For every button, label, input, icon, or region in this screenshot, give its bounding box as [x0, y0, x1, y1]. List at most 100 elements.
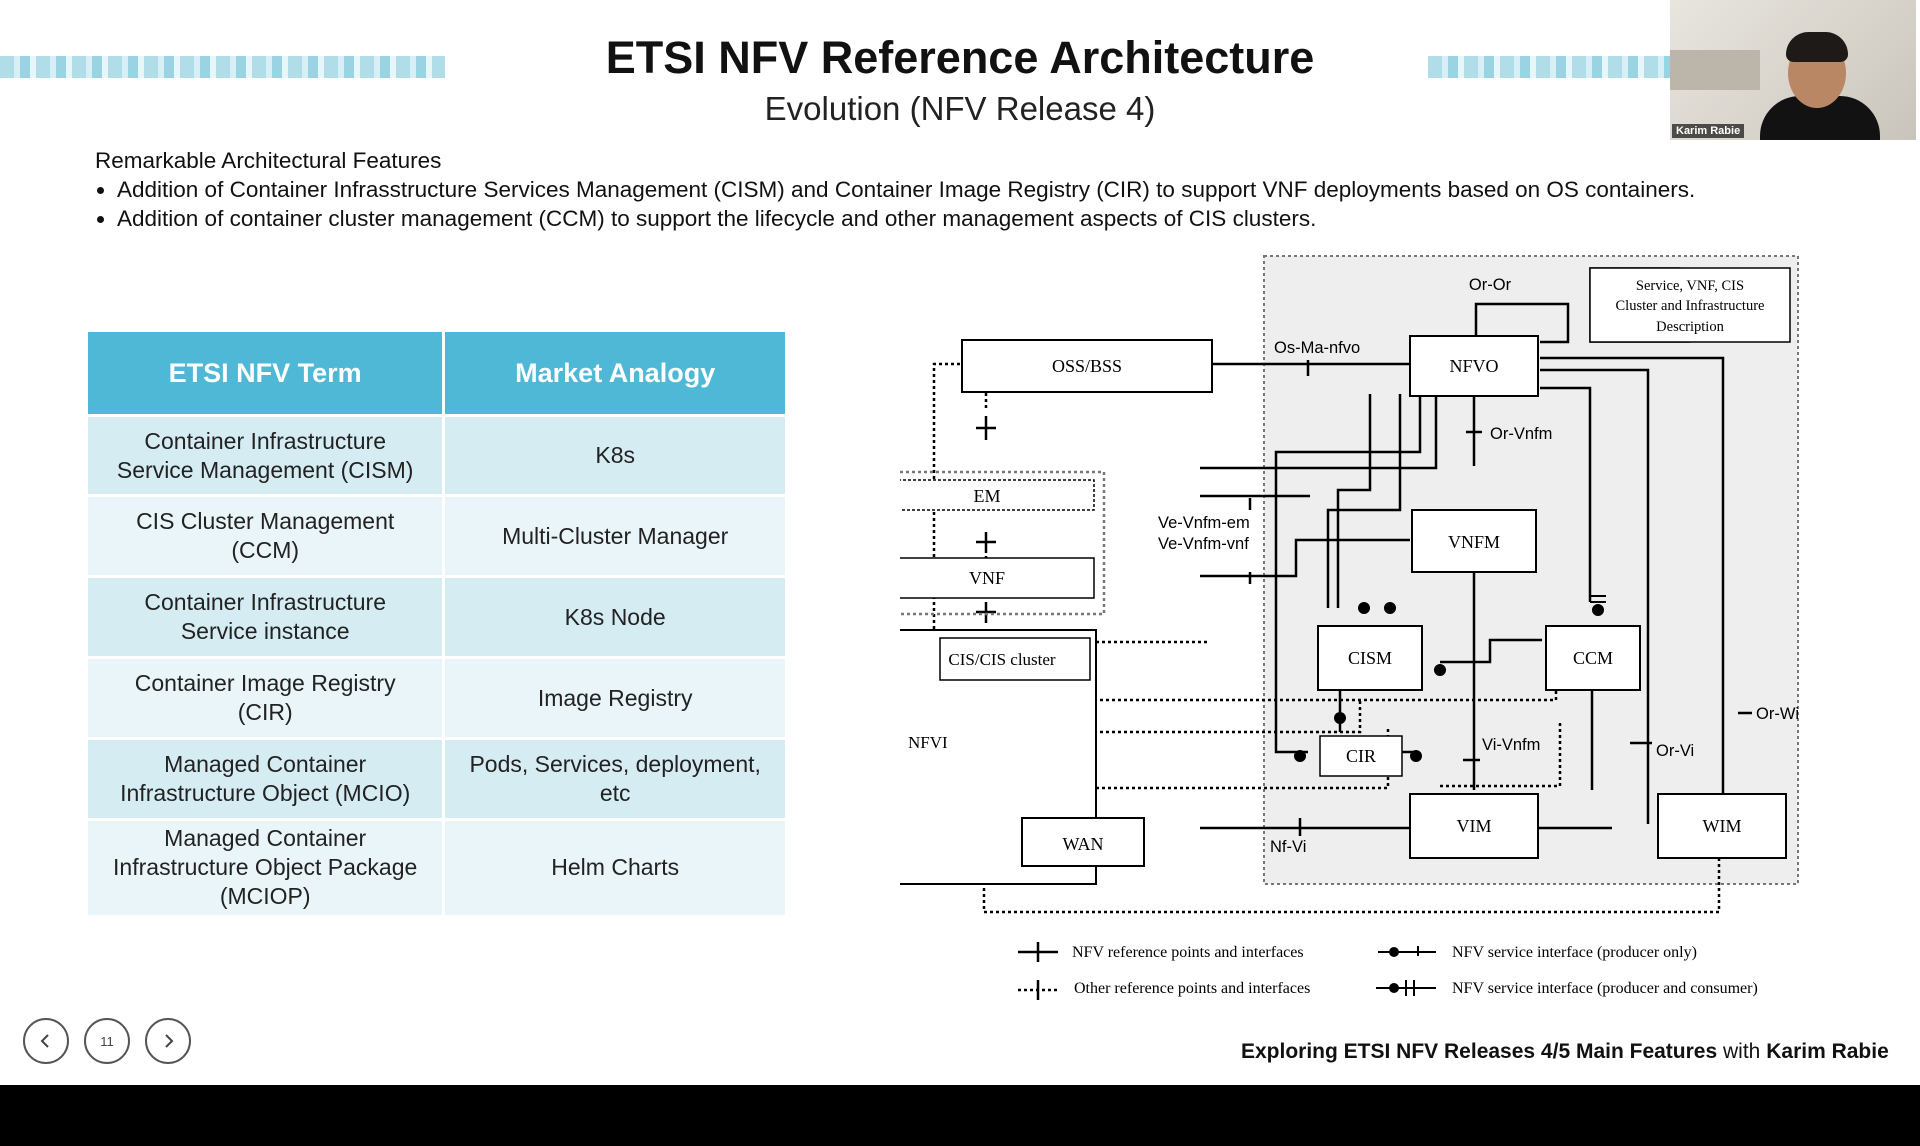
- term-line: (MCIOP): [219, 883, 311, 910]
- nfv-architecture-diagram: OSS/BSS NFVO Service, VNF, CIS Cluster a…: [900, 255, 1799, 1000]
- legend-label: Other reference points and interfaces: [1074, 980, 1310, 997]
- legend-item-reference: NFV reference points and interfaces: [1018, 942, 1304, 962]
- analogy-line: Pods, Services, deployment,: [469, 751, 761, 777]
- cir-block: CIR: [1319, 735, 1403, 777]
- table-row: CIS Cluster Management (CCM) Multi-Cluste…: [88, 494, 785, 577]
- analogy-cell: K8s: [443, 414, 785, 496]
- term-line: Container Infrastructure: [144, 589, 386, 615]
- analogy-line: etc: [599, 780, 631, 806]
- footer-caption: Exploring ETSI NFV Releases 4/5 Main Fea…: [1241, 1040, 1889, 1064]
- vim-block: VIM: [1409, 793, 1539, 859]
- analogy-cell: K8s Node: [443, 575, 785, 658]
- analogy-line: Image Registry: [537, 684, 693, 711]
- legend-label: NFV reference points and interfaces: [1072, 944, 1304, 961]
- legend-item-producer-consumer: NFV service interface (producer and cons…: [1376, 980, 1758, 997]
- label-or-wi: Or-Wi: [1756, 705, 1799, 723]
- description-line: Service, VNF, CIS: [1636, 278, 1744, 294]
- column-header-analogy: Market Analogy: [443, 332, 785, 416]
- term-line: (CCM): [231, 537, 300, 563]
- term-line: CIS Cluster Management: [136, 508, 395, 534]
- nfvo-block: NFVO: [1409, 335, 1539, 397]
- slide-title: ETSI NFV Reference Architecture: [605, 32, 1315, 83]
- legend-label: NFV service interface (producer and cons…: [1452, 980, 1758, 997]
- next-slide-button[interactable]: [145, 1018, 191, 1064]
- description-line: Cluster and Infrastructure: [1616, 298, 1765, 314]
- term-line: Service Management (CISM): [116, 456, 414, 483]
- ccm-block: CCM: [1545, 625, 1641, 691]
- slide: ETSI NFV Reference Architecture Evolutio…: [0, 0, 1920, 1085]
- description-line: Description: [1656, 319, 1724, 335]
- vnfm-block: VNFM: [1411, 509, 1537, 573]
- features-list: Addition of Container Infrasstructure Se…: [95, 175, 1695, 233]
- em-block: EM: [900, 479, 1095, 511]
- wim-block: WIM: [1657, 793, 1787, 859]
- cis-cluster-label: CIS/CIS cluster: [948, 650, 1056, 669]
- em-label: EM: [974, 486, 1001, 506]
- feature-item: Addition of Container Infrasstructure Se…: [117, 175, 1695, 204]
- label-or-vi: Or-Vi: [1656, 742, 1694, 760]
- footer-with: with: [1723, 1040, 1761, 1063]
- legend-item-producer: NFV service interface (producer only): [1378, 944, 1697, 961]
- analogy-line: K8s: [595, 442, 635, 468]
- label-vi-vnfm: Vi-Vnfm: [1482, 736, 1540, 754]
- page-number-button[interactable]: 11: [84, 1018, 130, 1064]
- analogy-line: K8s Node: [564, 603, 666, 630]
- label-or-vnfm: Or-Vnfm: [1490, 425, 1552, 443]
- presenter-name-tag: Karim Rabie: [1672, 124, 1745, 138]
- term-line: Container Infrastructure: [144, 427, 386, 454]
- vim-label: VIM: [1457, 816, 1492, 836]
- table-row: Container Image Registry (CIR) Image Regi…: [88, 656, 785, 739]
- analogy-cell: Image Registry: [443, 656, 785, 739]
- webcam-background-shelf: [1670, 50, 1760, 90]
- wan-label: WAN: [1063, 834, 1104, 854]
- legend-label: NFV service interface (producer only): [1452, 944, 1697, 961]
- presenter-webcam: Karim Rabie: [1670, 0, 1916, 140]
- decorative-banner-left: [0, 56, 445, 78]
- previous-slide-button[interactable]: [23, 1018, 69, 1064]
- vnf-label: VNF: [969, 568, 1005, 588]
- label-ve-vnfm-vnf: Ve-Vnfm-vnf: [1158, 535, 1249, 553]
- chevron-left-icon: [40, 1034, 49, 1048]
- features-heading: Remarkable Architectural Features: [95, 148, 442, 173]
- vnf-block: VNF: [900, 557, 1095, 599]
- cir-label: CIR: [1346, 746, 1376, 766]
- description-box: Service, VNF, CIS Cluster and Infrastruc…: [1589, 267, 1791, 343]
- oss-bss-label: OSS/BSS: [1052, 356, 1122, 376]
- label-os-ma-nfvo: Os-Ma-nfvo: [1274, 339, 1360, 357]
- cism-block: CISM: [1317, 625, 1423, 691]
- analogy-cell: Helm Charts: [443, 818, 785, 915]
- cis-cluster-block: CIS/CIS cluster: [939, 637, 1091, 681]
- decorative-banner-right: [1428, 56, 1670, 78]
- analogy-line: Helm Charts: [551, 854, 680, 881]
- term-line: Infrastructure Object Package: [113, 854, 418, 881]
- nfvo-label: NFVO: [1449, 356, 1498, 376]
- vnfm-label: VNFM: [1448, 532, 1500, 552]
- term-cell: Container Image Registry (CIR): [88, 656, 446, 739]
- term-line: Service instance: [180, 618, 350, 644]
- term-line: Infrastructure Object (MCIO): [120, 780, 411, 806]
- wim-label: WIM: [1703, 816, 1742, 836]
- interface-labels: Or-Or Os-Ma-nfvo Or-Vnfm Ve-Vnfm-em Ve-V…: [1158, 276, 1799, 856]
- label-or-or: Or-Or: [1469, 276, 1512, 294]
- feature-item: Addition of container cluster management…: [117, 204, 1695, 233]
- oss-bss-block: OSS/BSS: [961, 339, 1213, 393]
- term-analogy-table: ETSI NFV Term Market Analogy Container I…: [88, 332, 785, 915]
- term-line: Managed Container: [164, 825, 367, 852]
- analogy-line: Multi-Cluster Manager: [502, 522, 729, 549]
- service-interface-symbols: [1294, 595, 1606, 762]
- legend-item-other: Other reference points and interfaces: [1018, 980, 1310, 1000]
- wan-block: WAN: [1021, 817, 1145, 867]
- chevron-right-icon: [165, 1034, 174, 1048]
- term-line: (CIR): [237, 699, 293, 725]
- term-line: Managed Container: [164, 751, 367, 777]
- term-line: Container Image Registry: [134, 670, 396, 696]
- term-cell: CIS Cluster Management (CCM): [88, 494, 446, 577]
- cism-label: CISM: [1348, 648, 1392, 668]
